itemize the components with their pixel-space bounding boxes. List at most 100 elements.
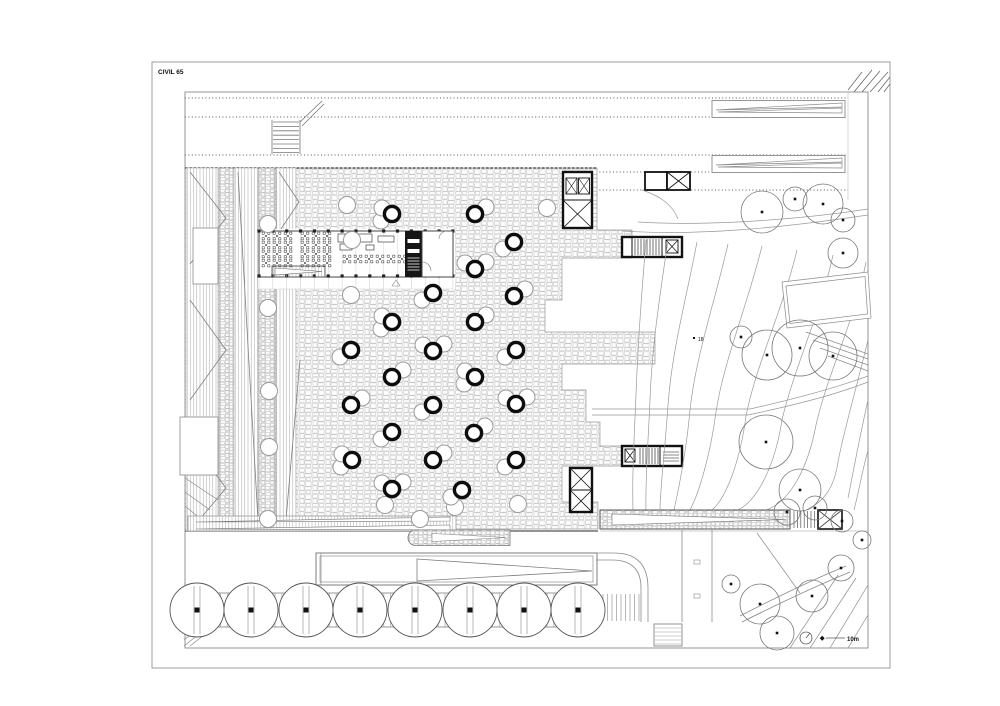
column-dot <box>340 274 344 278</box>
plaza-tree <box>341 340 361 360</box>
bench-circles <box>259 196 556 528</box>
column-dot <box>395 274 400 278</box>
left-ramp-bands <box>179 167 301 532</box>
tree-trunk-dot <box>831 354 835 358</box>
cafe-room <box>421 230 454 278</box>
tree-trunk-dot <box>793 197 797 201</box>
tree-stem-lines <box>466 586 474 634</box>
tree-trunk-dot <box>521 607 527 613</box>
svg-text:18: 18 <box>698 337 704 343</box>
site-tree <box>830 509 854 533</box>
tree-trunk-dot <box>764 440 768 444</box>
site-tree <box>830 207 856 233</box>
cross-path <box>592 375 869 416</box>
plaza-tree <box>382 204 402 224</box>
tree-stem-lines <box>302 586 310 634</box>
tree-trunk-dot <box>303 607 309 613</box>
bench-circle <box>538 199 556 217</box>
plaza-tree <box>464 423 484 443</box>
column-dot <box>257 229 261 233</box>
plaza-tree <box>506 394 526 414</box>
bench-circle <box>259 510 277 528</box>
plaza-tree <box>423 450 443 470</box>
tree-stem-lines <box>520 586 528 634</box>
scale-label: 10m <box>847 637 859 643</box>
plaza-tree <box>423 395 443 415</box>
tree-trunk-dot <box>760 210 764 214</box>
tree-stem-lines <box>356 586 364 634</box>
plaza-trees <box>331 198 536 506</box>
tree-trunk-dot <box>798 346 802 350</box>
tree-trunk-dot <box>810 594 814 598</box>
column-dot <box>368 229 372 233</box>
plaza-tree <box>465 367 485 387</box>
tree-trunk-dot <box>798 488 802 492</box>
tree-trunk-dot <box>775 631 779 635</box>
plaza-tree <box>506 340 526 360</box>
column-dot <box>326 274 330 278</box>
tree-trunk-dot <box>575 607 581 613</box>
street-stair <box>271 100 325 154</box>
bench-circle <box>343 231 361 249</box>
terrace-strips <box>805 331 869 372</box>
pergola <box>315 552 598 586</box>
site-tree <box>741 329 793 381</box>
tree-trunk-dot <box>765 353 769 357</box>
column-dot <box>340 229 344 233</box>
stair-landing <box>192 227 219 285</box>
column-dot <box>354 229 358 233</box>
tree-stem-lines <box>574 586 582 634</box>
tree-trunk-dot <box>841 218 845 222</box>
core-south <box>620 444 684 468</box>
bench-circle <box>411 510 429 528</box>
tree-trunk-dot <box>813 506 817 510</box>
plaza-tree <box>423 341 443 361</box>
sheet-title-label: CIVIL 65 <box>158 69 184 76</box>
site-tree <box>773 498 801 526</box>
site-tree <box>759 615 795 651</box>
bench-circle <box>260 382 278 400</box>
spot-elevation: 18 <box>693 337 704 343</box>
site-tree <box>740 190 784 234</box>
hillside <box>592 189 872 511</box>
stair-elevator-cores <box>561 170 691 514</box>
tree-stem-lines <box>247 586 255 634</box>
site-tree <box>827 554 855 582</box>
site-tree <box>802 495 828 521</box>
street-band <box>185 92 849 200</box>
bench-circle <box>376 496 394 514</box>
plaza-tree <box>504 232 524 252</box>
tilted-planter <box>781 271 872 329</box>
plaza-tree <box>382 367 402 387</box>
site-tree <box>739 583 781 625</box>
core-north <box>561 170 594 230</box>
bench-circle <box>509 495 527 513</box>
bench-circle <box>259 215 277 233</box>
plaza-tree <box>465 312 485 332</box>
tree-trunk-dot <box>860 538 864 542</box>
plaza-tree <box>506 450 526 470</box>
tree-trunk-dot <box>821 202 825 206</box>
column-dot <box>368 274 372 278</box>
plaza-tree <box>423 283 443 303</box>
plaza-tree <box>465 204 485 224</box>
site-tree <box>808 331 858 381</box>
plaza-tree <box>504 286 524 306</box>
north-arrow-icon <box>799 631 813 645</box>
tree-trunk-dot <box>729 582 733 586</box>
tram-platform <box>711 100 846 173</box>
plaza-tree <box>452 480 472 500</box>
cafe-ramp <box>271 265 326 278</box>
column-dot <box>285 229 289 233</box>
site-tree <box>729 325 753 349</box>
site-tree <box>795 579 829 613</box>
column-dot <box>382 274 386 278</box>
tree-trunk-dot <box>758 602 762 606</box>
contour-lines <box>632 239 869 511</box>
core-mid <box>620 235 684 259</box>
bench-circle <box>342 286 360 304</box>
site-tree <box>852 530 872 550</box>
plaza-tree <box>382 479 402 499</box>
